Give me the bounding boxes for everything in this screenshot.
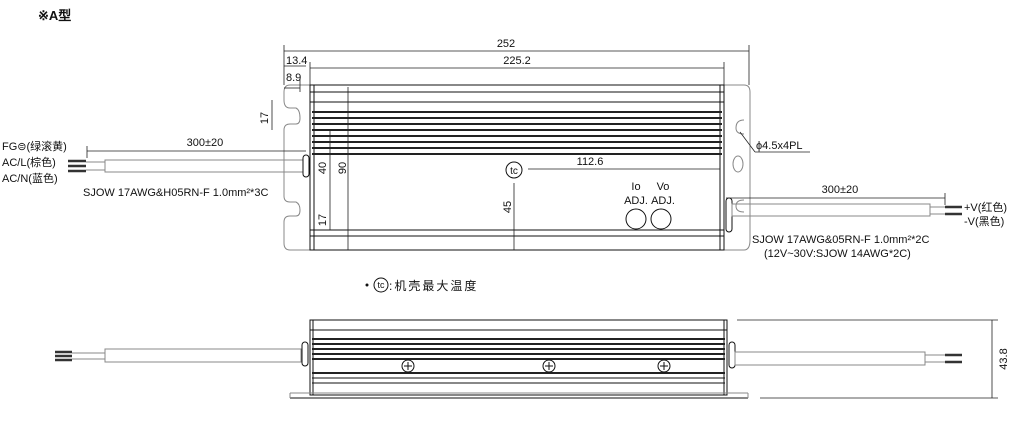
io-adj-potentiometer bbox=[625, 208, 647, 230]
dim-body-length: 225.2 bbox=[503, 55, 531, 67]
tc-legend-text: :机壳最大温度 bbox=[389, 278, 478, 293]
vo-label: Vo bbox=[657, 181, 670, 193]
dim-slot-bottom: 17 bbox=[317, 214, 329, 226]
output-cable bbox=[725, 197, 962, 233]
output-cable-length: 300±20 bbox=[822, 184, 859, 196]
mount-slot bbox=[735, 119, 745, 135]
input-cable-length: 300±20 bbox=[187, 137, 224, 149]
hole-spec: ϕ4.5x4PL bbox=[756, 140, 803, 152]
io-label: Io bbox=[631, 181, 640, 193]
tc-symbol-icon bbox=[505, 161, 523, 179]
input-wire-acn: AC/N(蓝色) bbox=[2, 171, 58, 185]
output-wire-positive: +V(红色) bbox=[964, 200, 1007, 214]
top-view: 252 225.2 13.4 8.9 17 40 17 90 tc 112.6 … bbox=[2, 38, 1007, 260]
right-flange bbox=[724, 84, 751, 251]
left-flange bbox=[283, 84, 310, 251]
tc-legend: tc :机壳最大温度 bbox=[365, 277, 478, 293]
side-view: 43.8 bbox=[55, 319, 1010, 399]
mount-slot bbox=[732, 155, 744, 173]
vo-adj-potentiometer bbox=[650, 208, 672, 230]
input-wire-fg: FG⊜(绿滚黄) bbox=[2, 139, 67, 153]
mount-slot bbox=[735, 199, 745, 213]
tc-legend-icon bbox=[373, 277, 389, 293]
screw-icon bbox=[657, 359, 671, 373]
io-adj-label: ADJ. bbox=[624, 195, 648, 207]
dim-overall-length: 252 bbox=[497, 38, 515, 50]
vo-adj-label: ADJ. bbox=[651, 195, 675, 207]
side-output-cable bbox=[734, 351, 926, 366]
case-body bbox=[309, 84, 725, 251]
output-cable-spec: SJOW 17AWG&05RN-F 1.0mm²*2C bbox=[752, 234, 930, 246]
title: ※A型 bbox=[38, 8, 71, 23]
input-wire-acl: AC/L(棕色) bbox=[2, 155, 56, 169]
tc-legend-symbol: tc bbox=[377, 280, 385, 290]
dim-flange-inner: 8.9 bbox=[286, 72, 301, 84]
side-input-cable bbox=[104, 348, 302, 363]
dim-side-height: 43.8 bbox=[998, 348, 1010, 369]
input-cable-spec: SJOW 17AWG&H05RN-F 1.0mm²*3C bbox=[83, 187, 268, 199]
screw-icon bbox=[401, 359, 415, 373]
dim-slot-top: 17 bbox=[259, 112, 271, 124]
dim-mount-spacing: 40 bbox=[317, 162, 329, 174]
output-wire-negative: -V(黑色) bbox=[964, 214, 1004, 228]
dim-height: 90 bbox=[337, 162, 349, 174]
screw-icon bbox=[542, 359, 556, 373]
input-cable bbox=[68, 154, 310, 178]
dim-tc-x: 112.6 bbox=[577, 156, 604, 168]
side-heatsink-fins bbox=[312, 338, 725, 384]
heatsink-fins bbox=[312, 111, 722, 155]
side-case-body bbox=[309, 319, 728, 396]
tc-symbol-label: tc bbox=[510, 166, 518, 177]
dim-flange-outer: 13.4 bbox=[286, 55, 307, 67]
output-cable-spec-note: (12V~30V:SJOW 14AWG*2C) bbox=[764, 248, 911, 260]
dim-tc-y: 45 bbox=[502, 201, 514, 213]
